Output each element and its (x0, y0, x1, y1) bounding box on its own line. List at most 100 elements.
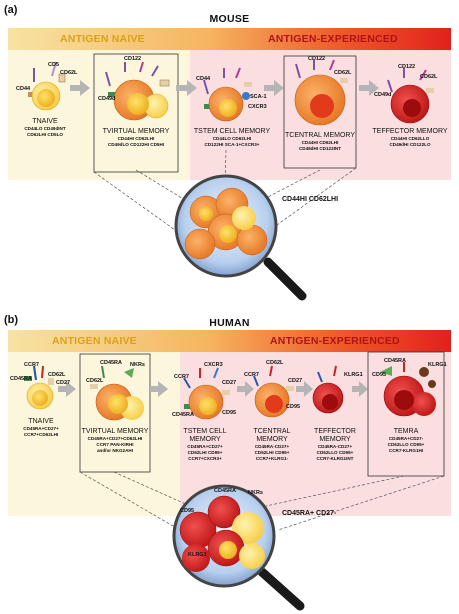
cell-desc: CD122HI SCA-1+CXCR3+ (204, 142, 260, 147)
marker-label: CD45RA (10, 376, 33, 382)
cell-desc: CD62LHI CD95+ (254, 450, 290, 455)
cell-text-effector-a: TEFFECTOR MEMORY CD44HI CD62LLO CD49dHI … (370, 128, 450, 148)
marker-label: CXCR3 (204, 362, 223, 368)
virtual-memory-box-b (79, 353, 151, 473)
cell-desc: CD44HI CD62LHI (117, 136, 155, 141)
marker-label: CCR7 (174, 374, 189, 380)
cell-name: TVIRTUAL MEMORY (81, 428, 149, 435)
cell-desc: CD44HI CD62LHI (301, 140, 339, 145)
magnifier-b (172, 484, 305, 611)
cell-desc: CD62LLO CD95+ (316, 450, 354, 455)
cell-text-virtual-b: TVIRTUAL MEMORY CD45RA+CD27+CD62LHI CCR7… (80, 428, 150, 454)
cell-desc: CCR7-KLRG1INT (316, 456, 354, 461)
marker-label: CD62L (334, 70, 352, 76)
cell-desc: CCR7-KLRG1HI (388, 448, 424, 453)
arrow-icon (359, 80, 379, 96)
marker-label: NKRs (130, 362, 145, 368)
panel-label-a: (a) (4, 4, 18, 16)
naive-cell-b (24, 365, 54, 410)
marker-label: CD44 (16, 86, 31, 92)
marker-label: CD49d (374, 92, 392, 98)
virtual-memory-cells-a (105, 61, 170, 121)
cell-text-central-b: TCENTRAL MEMORY CD45RA-CD27+ CD62LHI CD9… (238, 428, 306, 462)
cell-name: TNAIVE (28, 418, 54, 425)
marker-label: KLRG1 (188, 552, 207, 558)
cell-text-naive-a: TNAIVE CD44LO CD49dINT CD62LHI CD5LO (6, 118, 84, 138)
marker-label: CD122 (124, 56, 142, 62)
marker-label: CD45RA (214, 488, 237, 494)
magnifier-label-b: CD45RA+ CD27- (282, 510, 337, 517)
marker-label: CD95 (286, 404, 301, 410)
cell-text-central-a: TCENTRAL MEMORY CD44HI CD62LHI CD49dHI C… (284, 132, 356, 152)
cell-desc: CD45RA-CD27+ (317, 444, 353, 449)
arrow-icon (296, 381, 313, 397)
emra-cells-b (380, 362, 436, 417)
band-naive-b: ANTIGEN NAIVE (52, 335, 137, 347)
cell-desc: CD45RA+CD27- (388, 436, 424, 441)
marker-label: CD95 (222, 410, 237, 416)
marker-label: CD5 (48, 62, 60, 68)
marker-label: CD44 (196, 76, 211, 82)
arrow-icon (70, 80, 90, 96)
cell-text-emra-b: TEMRA CD45RA+CD27- CD62LLO CD95+ CCR7-KL… (368, 428, 444, 454)
species-title-b: HUMAN (209, 317, 250, 329)
marker-label: CD62L (420, 74, 438, 80)
dashed-connectors-b (79, 471, 445, 531)
stem-cell-memory-cells-a (203, 67, 252, 122)
cell-desc: CD49dHI CD122INT (298, 146, 342, 151)
cell-name: TEMRA (393, 428, 419, 435)
cell-desc: CD49dHI CD122LO (389, 142, 431, 147)
cell-desc: CD45RA+CD27+ (187, 444, 223, 449)
cell-text-virtual-a: TVIRTUAL MEMORY CD44HI CD62LHI CD49dLO C… (94, 128, 178, 148)
marker-label: CD27 (222, 380, 237, 386)
cell-desc: CD62LLO CD95+ (387, 442, 425, 447)
cell-desc: CD62LHI CD5LO (27, 132, 63, 137)
cell-desc: and/or NKG2AHI (97, 448, 133, 453)
emra-box-b (367, 351, 445, 477)
magnifier-a (174, 174, 307, 301)
cell-desc: CCR7 PAN-KIRHI (96, 442, 134, 447)
cell-desc: CD45RA+CD27+CD62LHI (87, 436, 143, 441)
marker-label: CCR7 (24, 362, 39, 368)
marker-label: CD122 (398, 64, 416, 70)
cell-name: TVIRTUAL MEMORY (102, 128, 170, 135)
stem-cell-memory-cells-b (183, 367, 230, 420)
cell-desc: CD44LO CD62LHI (212, 136, 252, 141)
cell-desc: CD44LO CD49dINT (24, 126, 66, 131)
antigen-band-a (8, 28, 451, 50)
arrow-icon (352, 381, 368, 397)
cell-desc: CCR7+KLRG1- (255, 456, 289, 461)
cell-name: TCENTRAL MEMORY (284, 132, 355, 139)
virtual-memory-box-a (93, 53, 179, 173)
marker-label: KLRG1 (428, 362, 447, 368)
virtual-memory-cells-b (90, 365, 144, 421)
marker-label: CD122 (308, 56, 326, 62)
marker-label: CD45RA (384, 358, 407, 364)
cell-name: TEFFECTOR MEMORY (372, 128, 448, 135)
central-memory-box-a (283, 55, 357, 169)
effector-memory-cells-b (312, 365, 344, 414)
effector-memory-cells-a (387, 68, 434, 124)
cell-text-naive-b: TNAIVE CD45RA+CD27+ CCR7+CD62LHI (8, 418, 74, 438)
marker-label: KLRG1 (344, 372, 363, 378)
cell-desc: CCR7+CD62LHI (23, 432, 59, 437)
marker-label: CD62L (266, 360, 284, 366)
cell-name: TEFFECTOR MEMORY (314, 428, 356, 443)
antigen-band-b (8, 330, 451, 352)
band-exp-a: ANTIGEN-EXPERIENCED (268, 33, 398, 45)
cell-name: TNAIVE (32, 118, 58, 125)
marker-label: CD45RA (172, 412, 195, 418)
central-memory-cells-a (294, 59, 348, 126)
magnifier-label-a: CD44HI CD62LHI (282, 196, 339, 203)
marker-label: CD62L (48, 372, 66, 378)
cell-desc: CD49dLO CD122HI CD5HI (107, 142, 165, 147)
marker-label: CD62L (60, 70, 78, 76)
arrow-icon (58, 381, 76, 397)
marker-label: CD27 (56, 380, 71, 386)
cell-name: TSTEM CELL MEMORY (193, 128, 271, 135)
band-exp-b: ANTIGEN-EXPERIENCED (270, 335, 400, 347)
marker-label: CXCR3 (248, 104, 267, 110)
cell-name: TSTEM CELL MEMORY (183, 428, 227, 443)
